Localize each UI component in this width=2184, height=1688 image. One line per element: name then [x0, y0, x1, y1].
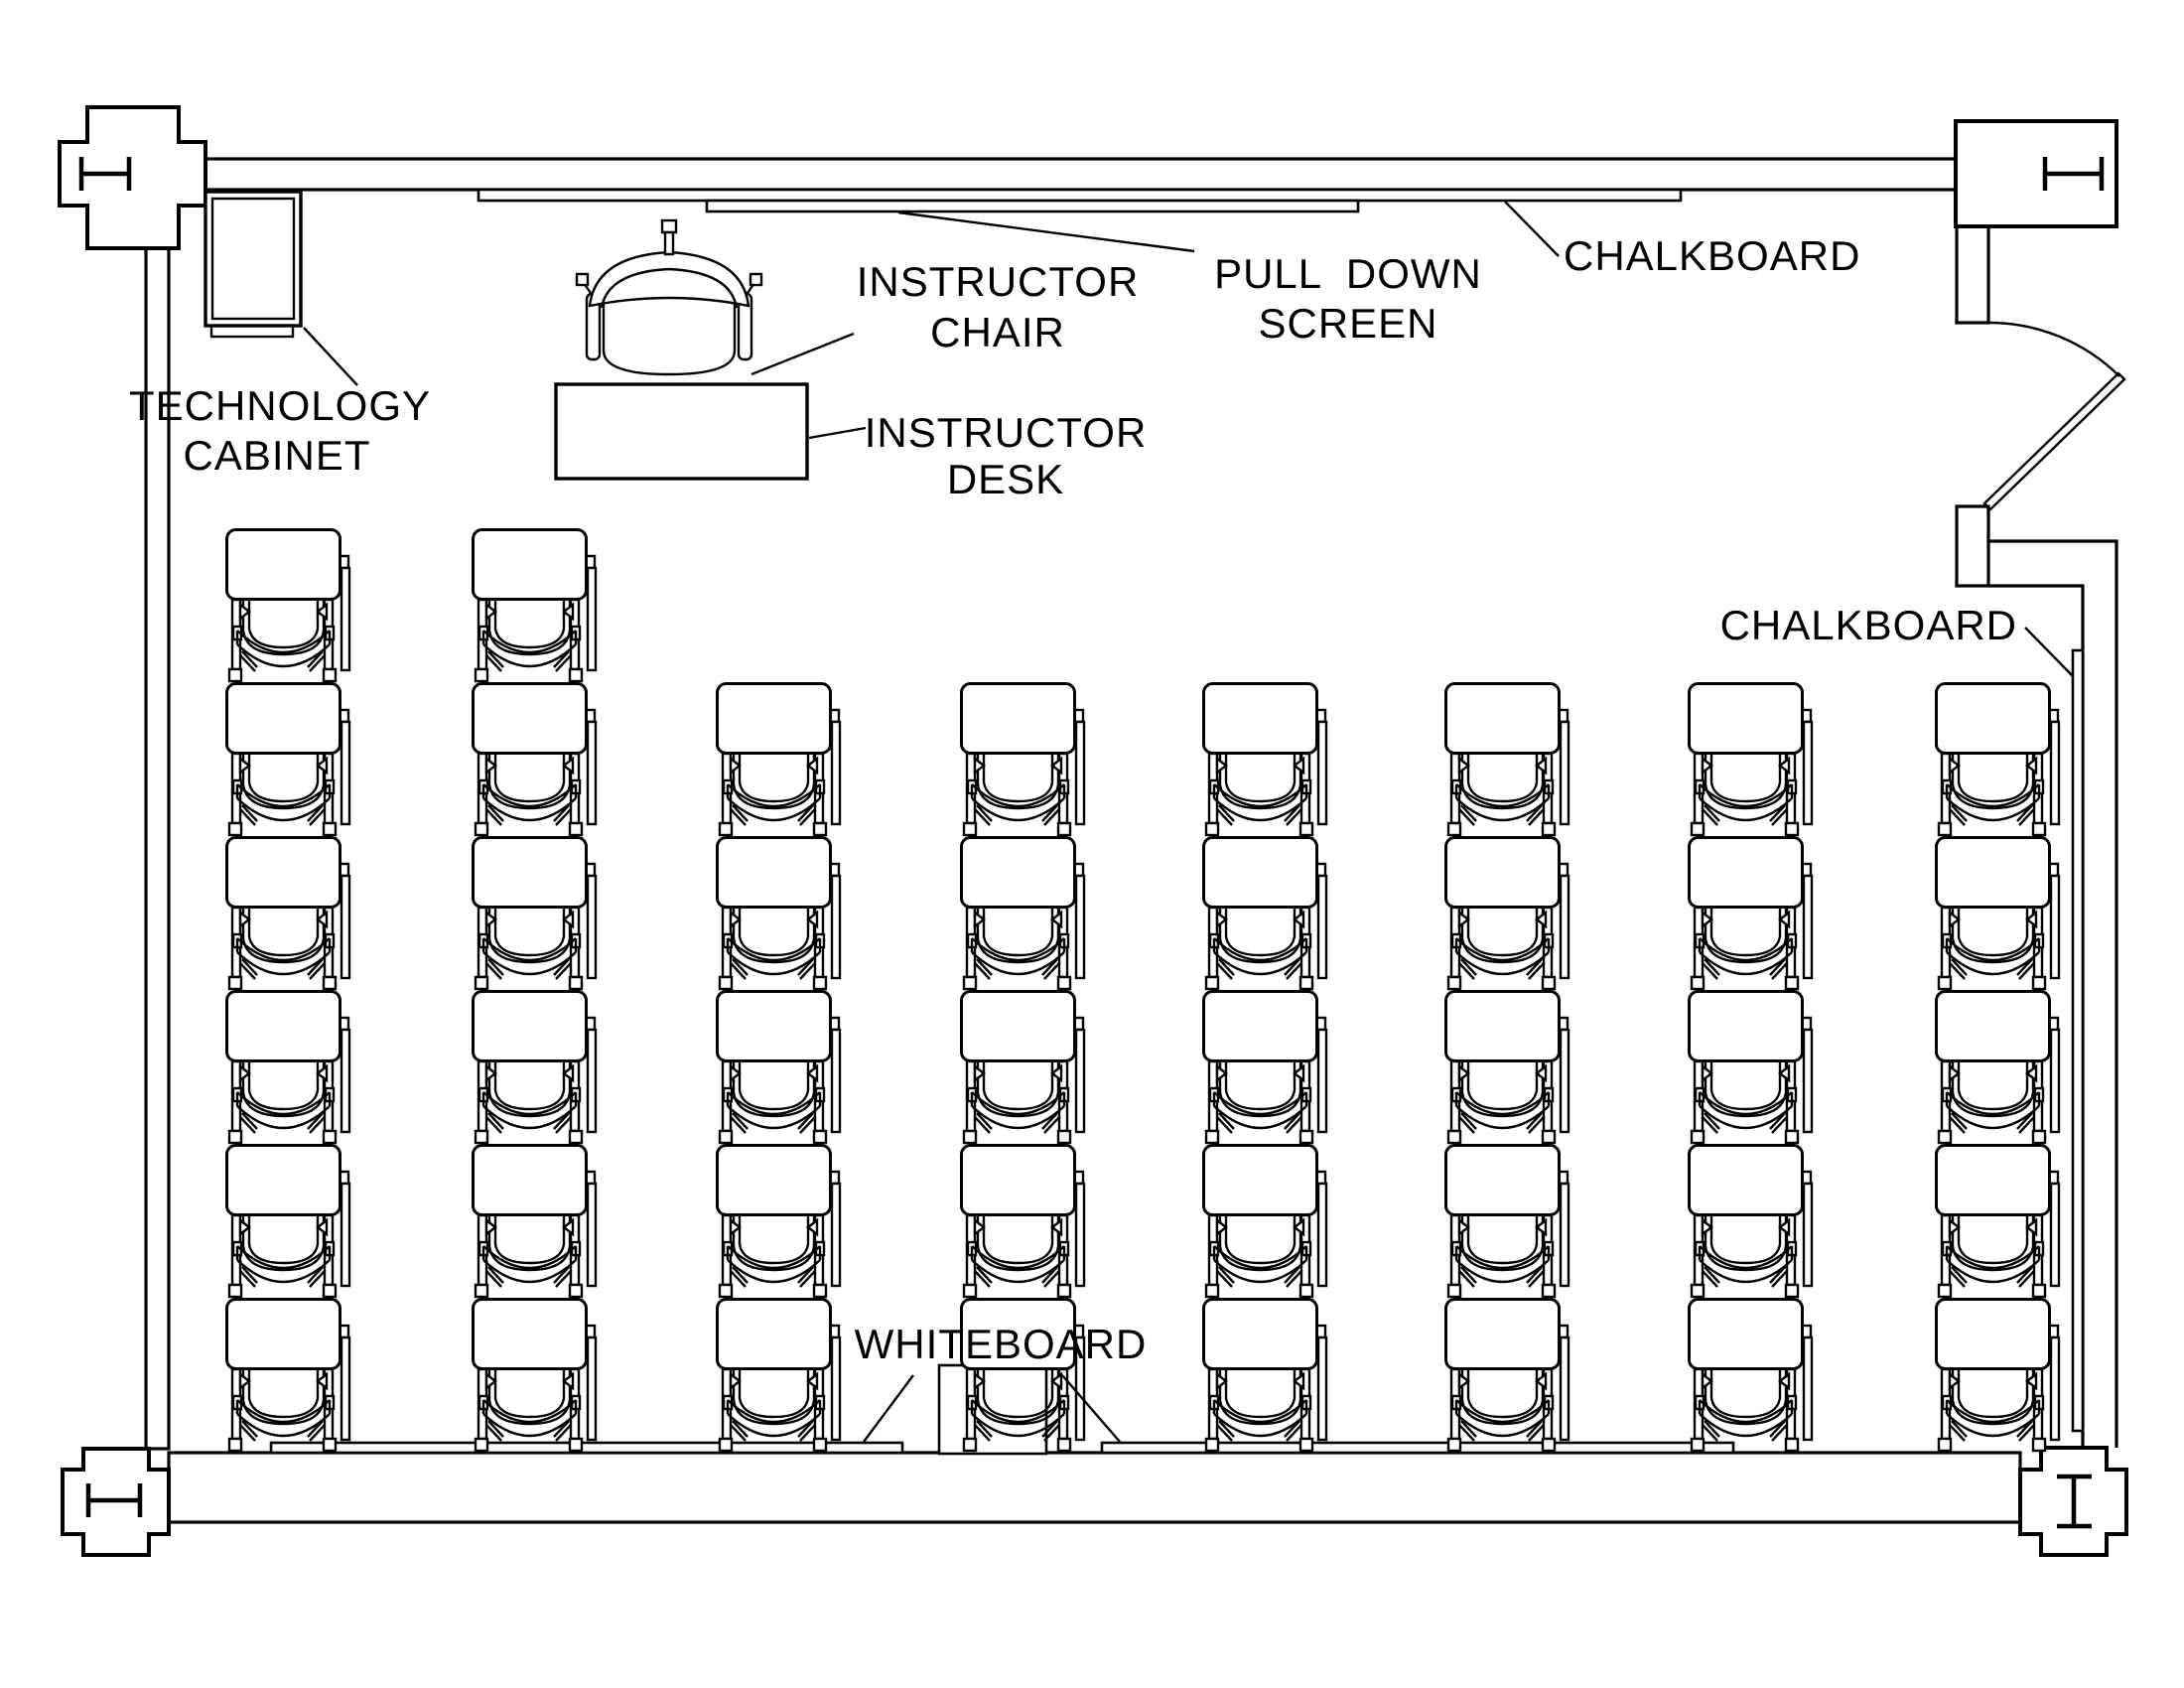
student-desk — [472, 682, 598, 837]
student-desk — [1444, 1144, 1570, 1299]
right-wall-upper-jamb — [1955, 224, 1990, 325]
label-instructor-chair-2: CHAIR — [930, 309, 1065, 355]
pull-down-screen — [705, 199, 1360, 213]
student-desk — [1202, 1298, 1328, 1453]
student-desk — [960, 990, 1086, 1145]
chalkboard-top — [477, 188, 1683, 203]
leader-chalkboard-right — [2024, 627, 2074, 677]
i-beam-icon — [85, 1483, 143, 1517]
i-beam-icon — [78, 157, 132, 191]
student-desk — [1688, 1144, 1814, 1299]
student-desk — [960, 682, 1086, 837]
leader-technology-cabinet — [303, 327, 358, 386]
student-desk — [1935, 836, 2061, 991]
bottom-rail-left — [269, 1441, 904, 1455]
label-pull-down-screen-2: SCREEN — [1258, 300, 1437, 347]
label-chalkboard-top: CHALKBOARD — [1564, 232, 1860, 279]
student-desk — [1935, 1298, 2061, 1453]
student-desk — [960, 1144, 1086, 1299]
student-desk — [472, 1144, 598, 1299]
top-wall — [202, 157, 1958, 192]
student-desk — [472, 990, 598, 1145]
student-desk — [1688, 836, 1814, 991]
student-desk — [1688, 1298, 1814, 1453]
label-instructor-desk-2: DESK — [947, 456, 1064, 502]
boards — [269, 188, 2085, 1456]
label-whiteboard: WHITEBOARD — [855, 1321, 1148, 1367]
door-swing-arc — [1987, 321, 2120, 377]
student-desk — [472, 528, 598, 683]
student-desk — [1202, 1144, 1328, 1299]
leader-whiteboard-left — [863, 1374, 914, 1443]
instructor-chair — [575, 218, 763, 376]
student-desk — [1444, 836, 1570, 991]
corner-columns — [58, 105, 2128, 1557]
student-desk — [716, 990, 842, 1145]
student-desk — [1202, 990, 1328, 1145]
right-wall-outer — [1988, 539, 2118, 1448]
bottom-rail-right — [1100, 1441, 1735, 1455]
leader-pull-down-screen — [897, 211, 1195, 253]
labels: TECHNOLOGY CABINET INSTRUCTOR CHAIR INST… — [129, 232, 2017, 1367]
leader-whiteboard-right — [1061, 1374, 1121, 1443]
student-desk — [1935, 1144, 2061, 1299]
student-desk — [716, 836, 842, 991]
instructor-desk — [554, 382, 809, 481]
student-desk — [225, 682, 351, 837]
student-desks — [225, 528, 2061, 1453]
label-instructor-chair-1: INSTRUCTOR — [857, 258, 1140, 305]
label-pull-down-screen-1: PULL DOWN — [1214, 250, 1482, 297]
student-desk — [225, 1298, 351, 1453]
whiteboard — [937, 1363, 1048, 1456]
i-beam-icon — [2042, 157, 2105, 191]
student-desk — [1444, 990, 1570, 1145]
right-wall-lower-jamb — [1955, 504, 1990, 588]
student-desk — [716, 1144, 842, 1299]
leader-lines — [303, 201, 2074, 1443]
label-technology-cabinet-1: TECHNOLOGY — [129, 382, 431, 429]
label-technology-cabinet-2: CABINET — [183, 432, 370, 479]
walls — [144, 157, 2118, 1524]
student-desk — [1935, 682, 2061, 837]
student-desk — [472, 1298, 598, 1453]
student-desk — [1935, 990, 2061, 1145]
leader-instructor-chair — [751, 332, 855, 376]
door — [1982, 321, 2126, 511]
student-desk — [1444, 1298, 1570, 1453]
door-leaf — [1982, 371, 2126, 511]
student-desk — [1444, 682, 1570, 837]
student-desk — [225, 528, 351, 683]
student-desk — [225, 1144, 351, 1299]
chalkboard-right — [2071, 648, 2085, 1433]
leader-instructor-desk — [808, 426, 867, 440]
i-beam-icon — [2057, 1474, 2092, 1529]
column-top-left — [58, 105, 207, 250]
label-chalkboard-right: CHALKBOARD — [1720, 602, 2017, 648]
student-desk — [716, 682, 842, 837]
leader-chalkboard-top — [1504, 201, 1560, 257]
student-desk — [716, 1298, 842, 1453]
student-desk — [960, 836, 1086, 991]
student-desk — [225, 836, 351, 991]
student-desk — [1688, 682, 1814, 837]
student-desk — [472, 836, 598, 991]
student-desk — [1688, 990, 1814, 1145]
student-desk — [225, 990, 351, 1145]
label-instructor-desk-1: INSTRUCTOR — [865, 409, 1148, 456]
bottom-wall — [167, 1451, 2022, 1524]
technology-cabinet — [204, 190, 303, 339]
student-desk — [1202, 682, 1328, 837]
student-desk — [1202, 836, 1328, 991]
